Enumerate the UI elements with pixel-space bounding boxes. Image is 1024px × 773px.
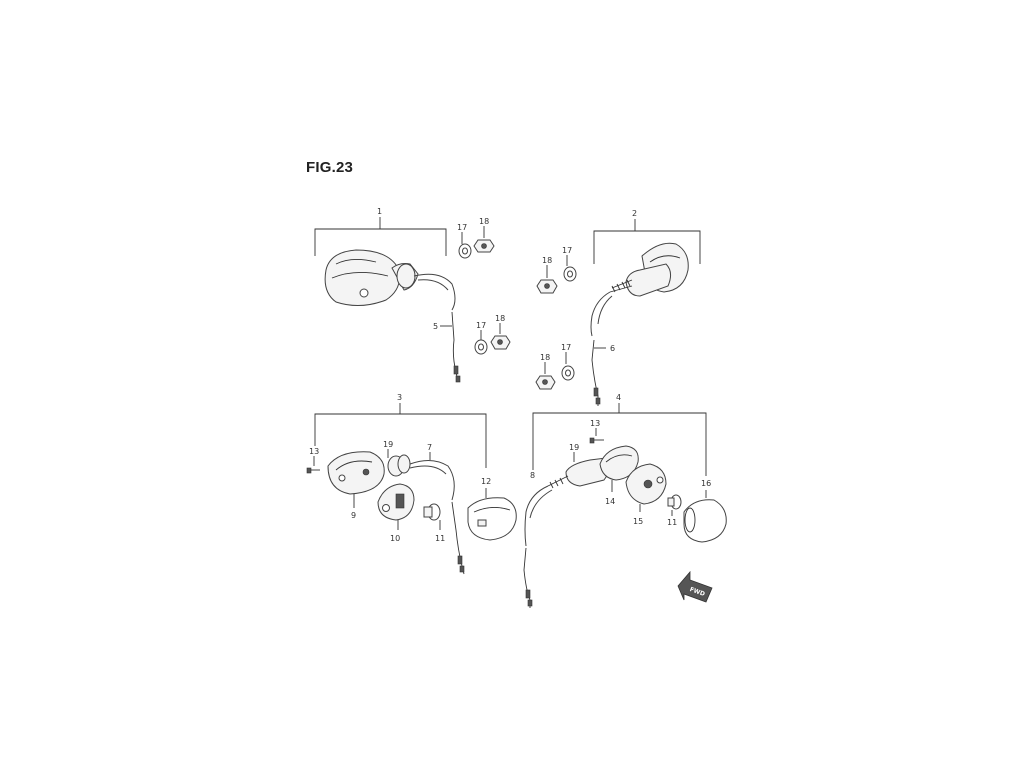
callout-2: 2 xyxy=(632,209,637,218)
assembly-2-front-right-winker: 2 xyxy=(590,209,701,406)
callout-17-d: 17 xyxy=(561,343,571,352)
bracket-2 xyxy=(593,230,701,264)
callout-15: 15 xyxy=(633,517,643,526)
figure-title: FIG.23 xyxy=(306,159,354,176)
callout-17-c: 17 xyxy=(562,246,572,255)
callout-16: 16 xyxy=(701,479,711,488)
nut-18-b: 18 xyxy=(490,314,511,350)
callout-18-b: 18 xyxy=(495,314,505,323)
callout-17-a: 17 xyxy=(457,223,467,232)
callout-17-b: 17 xyxy=(476,321,486,330)
nut-18-d: 18 xyxy=(535,353,556,390)
callout-7: 7 xyxy=(427,443,432,452)
forward-arrow-icon: FWD xyxy=(677,570,713,603)
callout-3: 3 xyxy=(397,393,402,402)
assembly-3-rear-left-winker: 3 13 9 19 7 xyxy=(306,393,517,575)
nut-18-c: 18 xyxy=(536,256,558,294)
washer-17-c: 17 xyxy=(562,246,577,282)
bracket-4 xyxy=(532,412,707,476)
callout-19-a: 19 xyxy=(383,440,393,449)
callout-18-d: 18 xyxy=(540,353,550,362)
assembly-4-rear-right-winker: 4 13 8 19 14 xyxy=(523,393,727,608)
callout-12: 12 xyxy=(481,477,491,486)
callout-6: 6 xyxy=(610,344,615,353)
washer-17-b: 17 xyxy=(474,321,488,355)
callout-13-a: 13 xyxy=(309,447,319,456)
nut-18-a: 18 xyxy=(473,217,495,253)
callout-8: 8 xyxy=(530,471,535,480)
callout-18-c: 18 xyxy=(542,256,552,265)
bracket-3 xyxy=(314,413,487,468)
callout-5: 5 xyxy=(433,322,438,331)
washer-17-a: 17 xyxy=(457,223,472,259)
callout-10: 10 xyxy=(390,534,400,543)
callout-9: 9 xyxy=(351,511,356,520)
bracket-1 xyxy=(314,228,447,256)
callout-11-b: 11 xyxy=(667,518,677,527)
callout-11-a: 11 xyxy=(435,534,445,543)
callout-4: 4 xyxy=(616,393,621,402)
callout-1: 1 xyxy=(377,207,382,216)
callout-19-b: 19 xyxy=(569,443,579,452)
callout-14: 14 xyxy=(605,497,615,506)
fwd-label: FWD xyxy=(689,586,706,598)
washer-17-d: 17 xyxy=(561,343,575,381)
assembly-1-front-left-winker: 1 xyxy=(314,207,461,383)
callout-18-a: 18 xyxy=(479,217,489,226)
callout-13-b: 13 xyxy=(590,419,600,428)
